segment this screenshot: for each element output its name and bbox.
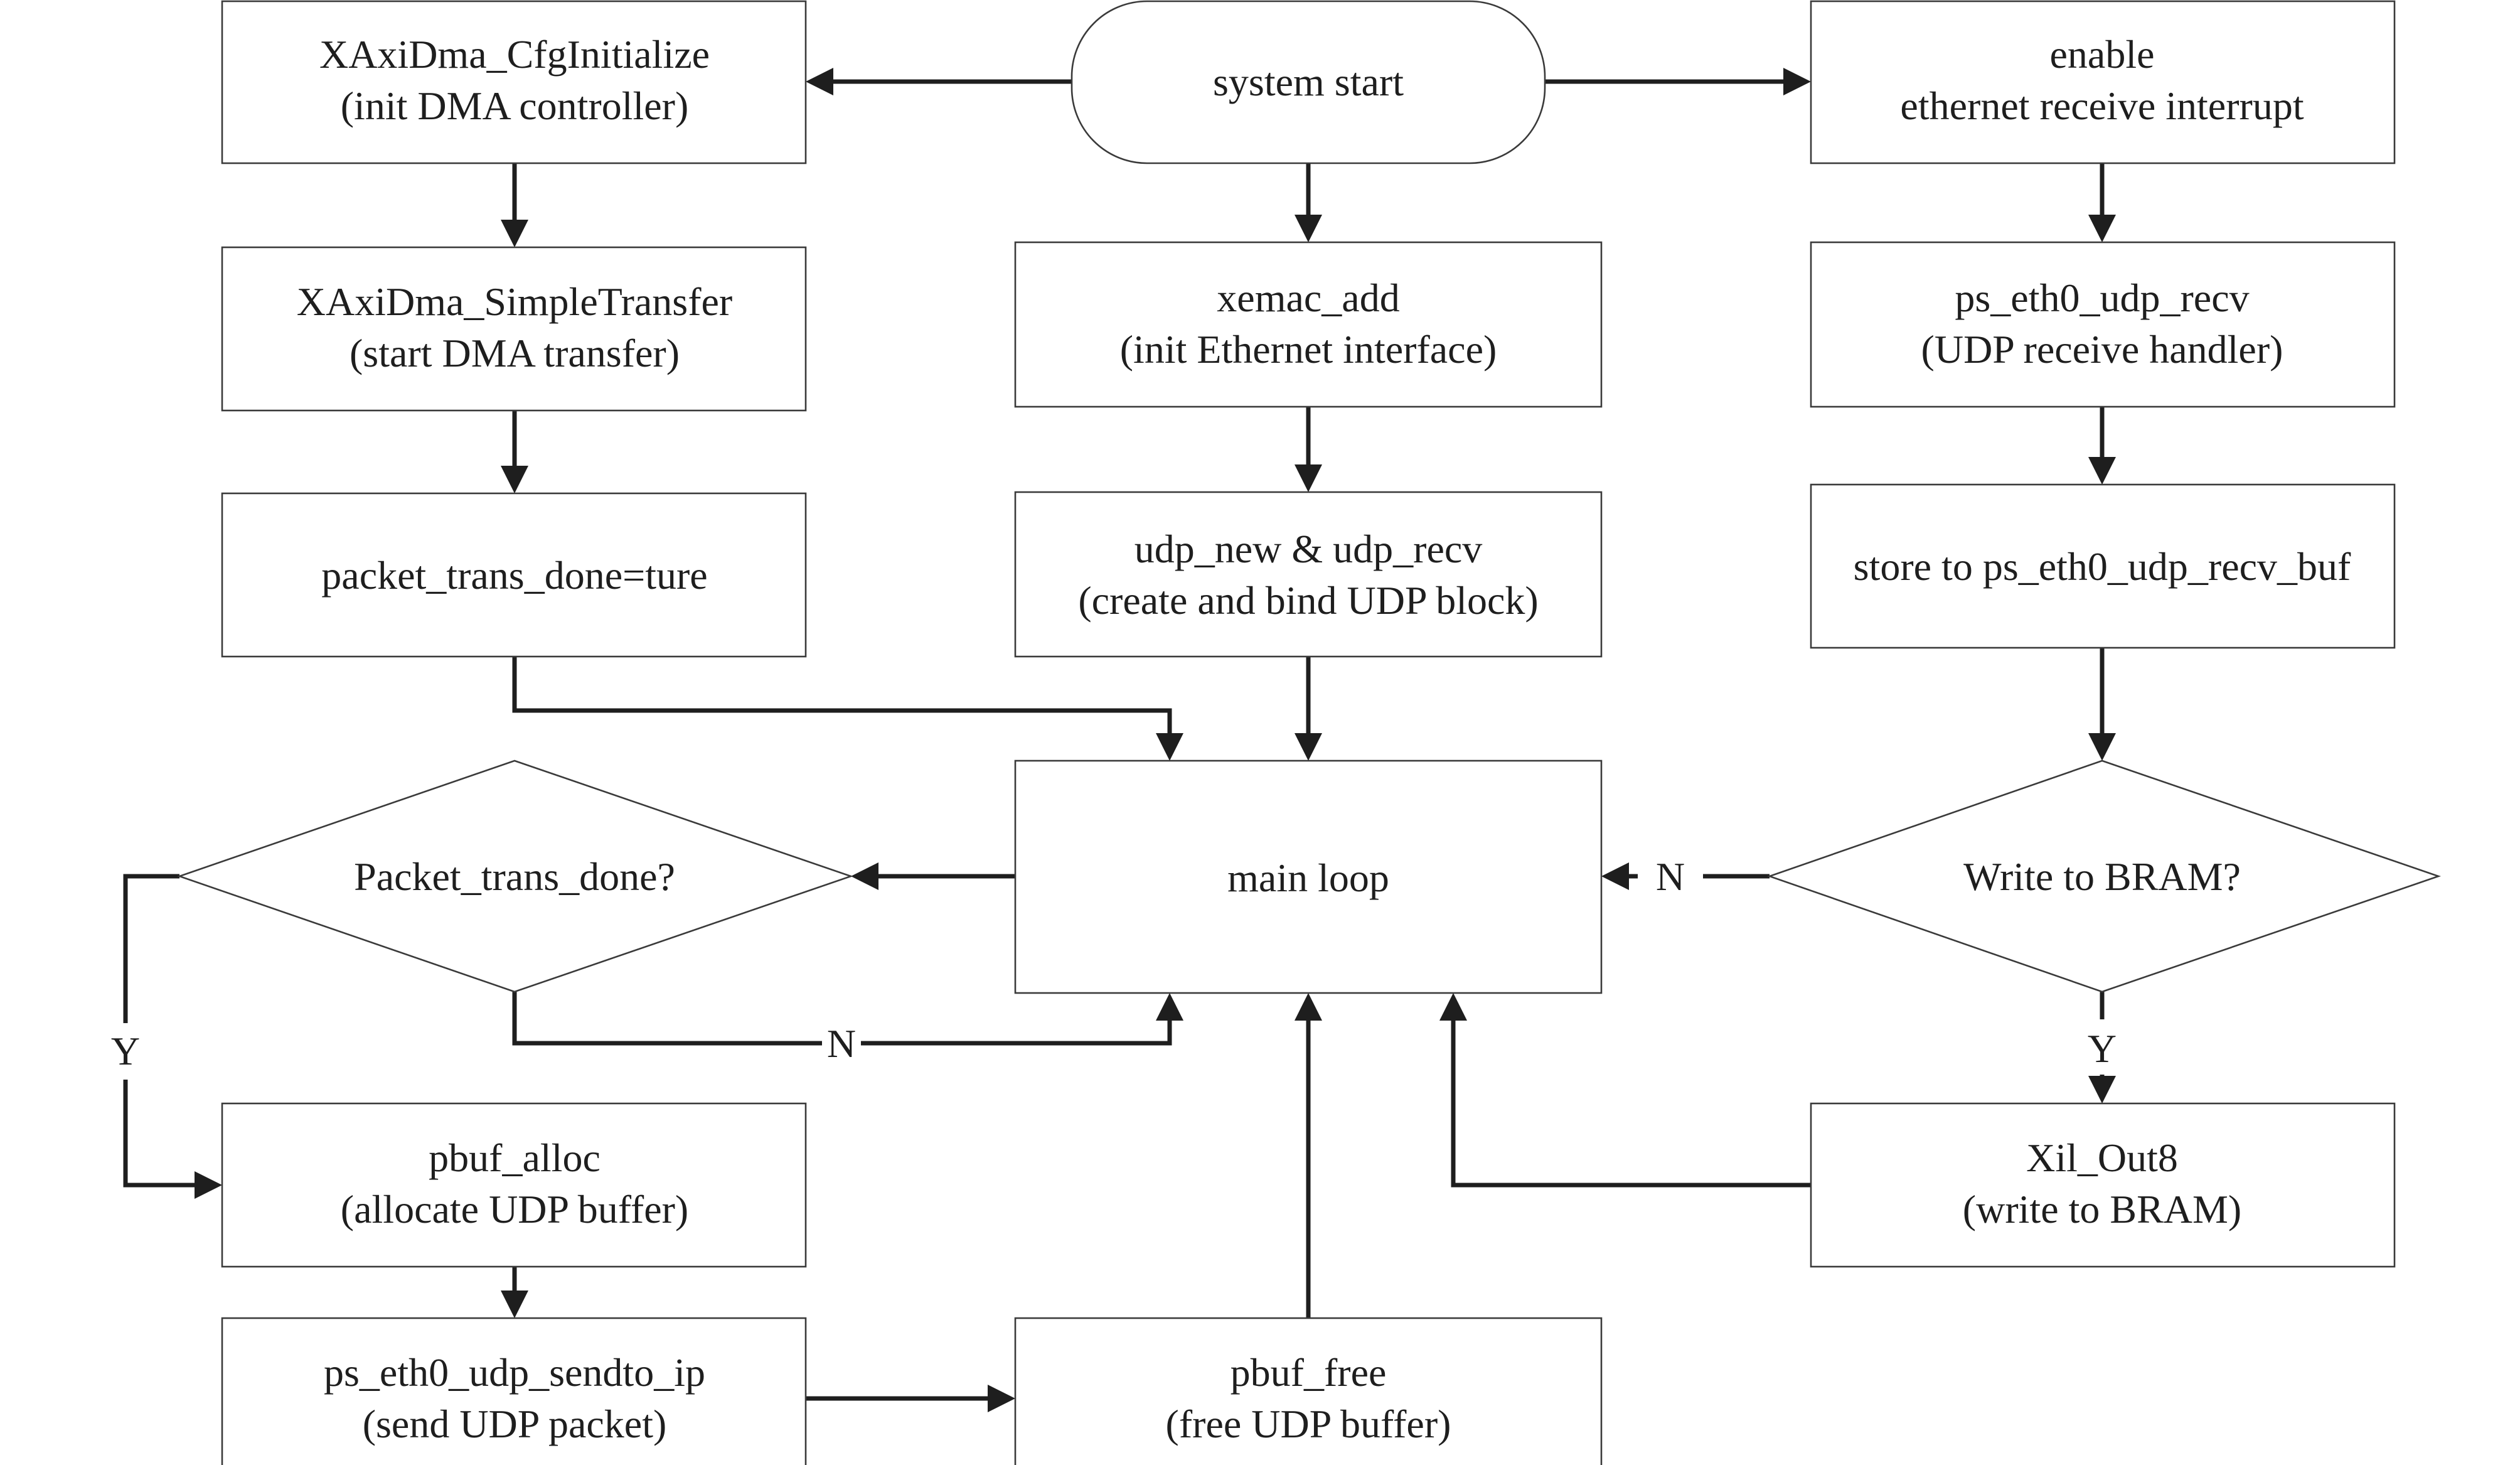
node-pbuf-free-line2: (free UDP buffer) (1166, 1402, 1451, 1446)
node-store-recv-buf-label: store to ps_eth0_udp_recv_buf (1854, 544, 2351, 589)
node-udp-new-recv-line2: (create and bind UDP block) (1078, 578, 1538, 623)
arrowhead-transfer-to-done-set (501, 466, 528, 493)
node-enable-interrupt-line1: enable (2050, 32, 2155, 77)
arrowhead-enable-to-recv-handler (2088, 215, 2116, 242)
edge-label-bram-yes: Y (2088, 1026, 2117, 1071)
node-udp-recv-handler: ps_eth0_udp_recv (UDP receive handler) (1810, 241, 2396, 408)
arrowhead-start-to-dma-init (806, 68, 833, 95)
arrowhead-store-to-bram-decision (2088, 733, 2116, 761)
node-dma-cfg-init-line2: (init DMA controller) (341, 83, 689, 128)
node-dma-simple-transfer: XAxiDma_SimpleTransfer (start DMA transf… (221, 246, 807, 412)
arrowhead-pbuf-free-to-main-loop (1295, 993, 1322, 1021)
arrowhead-done-set-to-main-loop (1156, 733, 1183, 761)
node-packet-trans-done-set: packet_trans_done=ture (221, 492, 807, 658)
edge-label-packet-no: N (827, 1021, 856, 1066)
arrowhead-main-loop-to-packet-decision (851, 862, 878, 890)
node-main-loop-label: main loop (1227, 856, 1389, 900)
arrowhead-pbuf-alloc-to-sendto (501, 1291, 528, 1318)
arrowhead-start-to-enable-interrupt (1783, 68, 1811, 95)
node-xil-out8-line2: (write to BRAM) (1963, 1187, 2241, 1232)
node-sendto-ip: ps_eth0_udp_sendto_ip (send UDP packet) (221, 1317, 807, 1465)
node-system-start: system start (1070, 0, 1546, 164)
arrowhead-bram-yes-to-xil-out8 (2088, 1076, 2116, 1103)
edge-packet-no-to-main-loop-b (861, 1021, 1172, 1046)
node-dma-cfg-init: XAxiDma_CfgInitialize (init DMA controll… (221, 0, 807, 164)
node-dma-cfg-init-line1: XAxiDma_CfgInitialize (319, 32, 710, 77)
edge-packet-yes-to-pbuf-alloc-b (123, 1080, 195, 1188)
node-packet-trans-done-set-label: packet_trans_done=ture (321, 553, 707, 598)
edge-xil-out8-to-main-loop (1451, 1021, 1811, 1188)
edge-packet-no-to-main-loop (512, 992, 822, 1046)
arrowhead-recv-handler-to-store (2088, 457, 2116, 485)
arrowhead-xemac-to-udp-new (1295, 464, 1322, 492)
node-pbuf-alloc: pbuf_alloc (allocate UDP buffer) (221, 1102, 807, 1268)
node-packet-trans-done-decision-label: Packet_trans_done? (354, 854, 675, 899)
node-main-loop: main loop (1014, 759, 1603, 994)
arrowhead-xil-out8-to-main-loop (1439, 993, 1467, 1021)
arrowhead-bram-no-to-main-loop (1601, 862, 1629, 890)
node-udp-recv-handler-line2: (UDP receive handler) (1921, 327, 2283, 372)
node-dma-simple-transfer-line2: (start DMA transfer) (350, 331, 680, 375)
arrowhead-packet-yes-to-pbuf-alloc (195, 1171, 222, 1199)
node-xemac-add-line2: (init Ethernet interface) (1120, 327, 1497, 372)
edge-done-set-to-main-loop (512, 657, 1172, 734)
node-packet-trans-done-decision: Packet_trans_done? (177, 759, 854, 993)
node-pbuf-alloc-line1: pbuf_alloc (429, 1135, 601, 1180)
node-enable-interrupt-line2: ethernet receive interrupt (1900, 83, 2304, 128)
arrowhead-udp-new-to-main-loop (1295, 733, 1322, 761)
node-pbuf-alloc-line2: (allocate UDP buffer) (341, 1187, 688, 1232)
node-xil-out8: Xil_Out8 (write to BRAM) (1810, 1102, 2396, 1268)
node-dma-simple-transfer-line1: XAxiDma_SimpleTransfer (297, 279, 732, 324)
arrowhead-sendto-to-pbuf-free (988, 1385, 1015, 1412)
node-pbuf-free: pbuf_free (free UDP buffer) (1014, 1317, 1603, 1465)
node-write-bram-decision-label: Write to BRAM? (1963, 854, 2241, 899)
node-pbuf-free-line1: pbuf_free (1231, 1350, 1387, 1395)
connectors (123, 68, 2116, 1412)
node-udp-new-recv-line1: udp_new & udp_recv (1135, 527, 1483, 571)
arrowhead-start-to-xemac (1295, 215, 1322, 242)
node-xemac-add-line1: xemac_add (1217, 276, 1399, 320)
node-udp-new-recv: udp_new & udp_recv (create and bind UDP … (1014, 491, 1603, 658)
node-xemac-add: xemac_add (init Ethernet interface) (1014, 241, 1603, 408)
node-xil-out8-line1: Xil_Out8 (2026, 1135, 2178, 1180)
arrowhead-packet-no-to-main-loop (1156, 993, 1183, 1021)
node-sendto-ip-line1: ps_eth0_udp_sendto_ip (324, 1350, 705, 1395)
edge-label-bram-no: N (1656, 854, 1685, 899)
node-system-start-label: system start (1213, 60, 1404, 104)
node-sendto-ip-line2: (send UDP packet) (363, 1402, 667, 1446)
arrowhead-dma-init-to-transfer (501, 220, 528, 247)
node-udp-recv-handler-line1: ps_eth0_udp_recv (1955, 276, 2249, 320)
node-enable-interrupt: enable ethernet receive interrupt (1810, 0, 2396, 164)
node-write-bram-decision: Write to BRAM? (1767, 759, 2442, 993)
edge-label-packet-yes: Y (111, 1029, 140, 1073)
node-store-recv-buf: store to ps_eth0_udp_recv_buf (1810, 483, 2396, 649)
edge-packet-yes-to-pbuf-alloc (123, 874, 179, 1023)
